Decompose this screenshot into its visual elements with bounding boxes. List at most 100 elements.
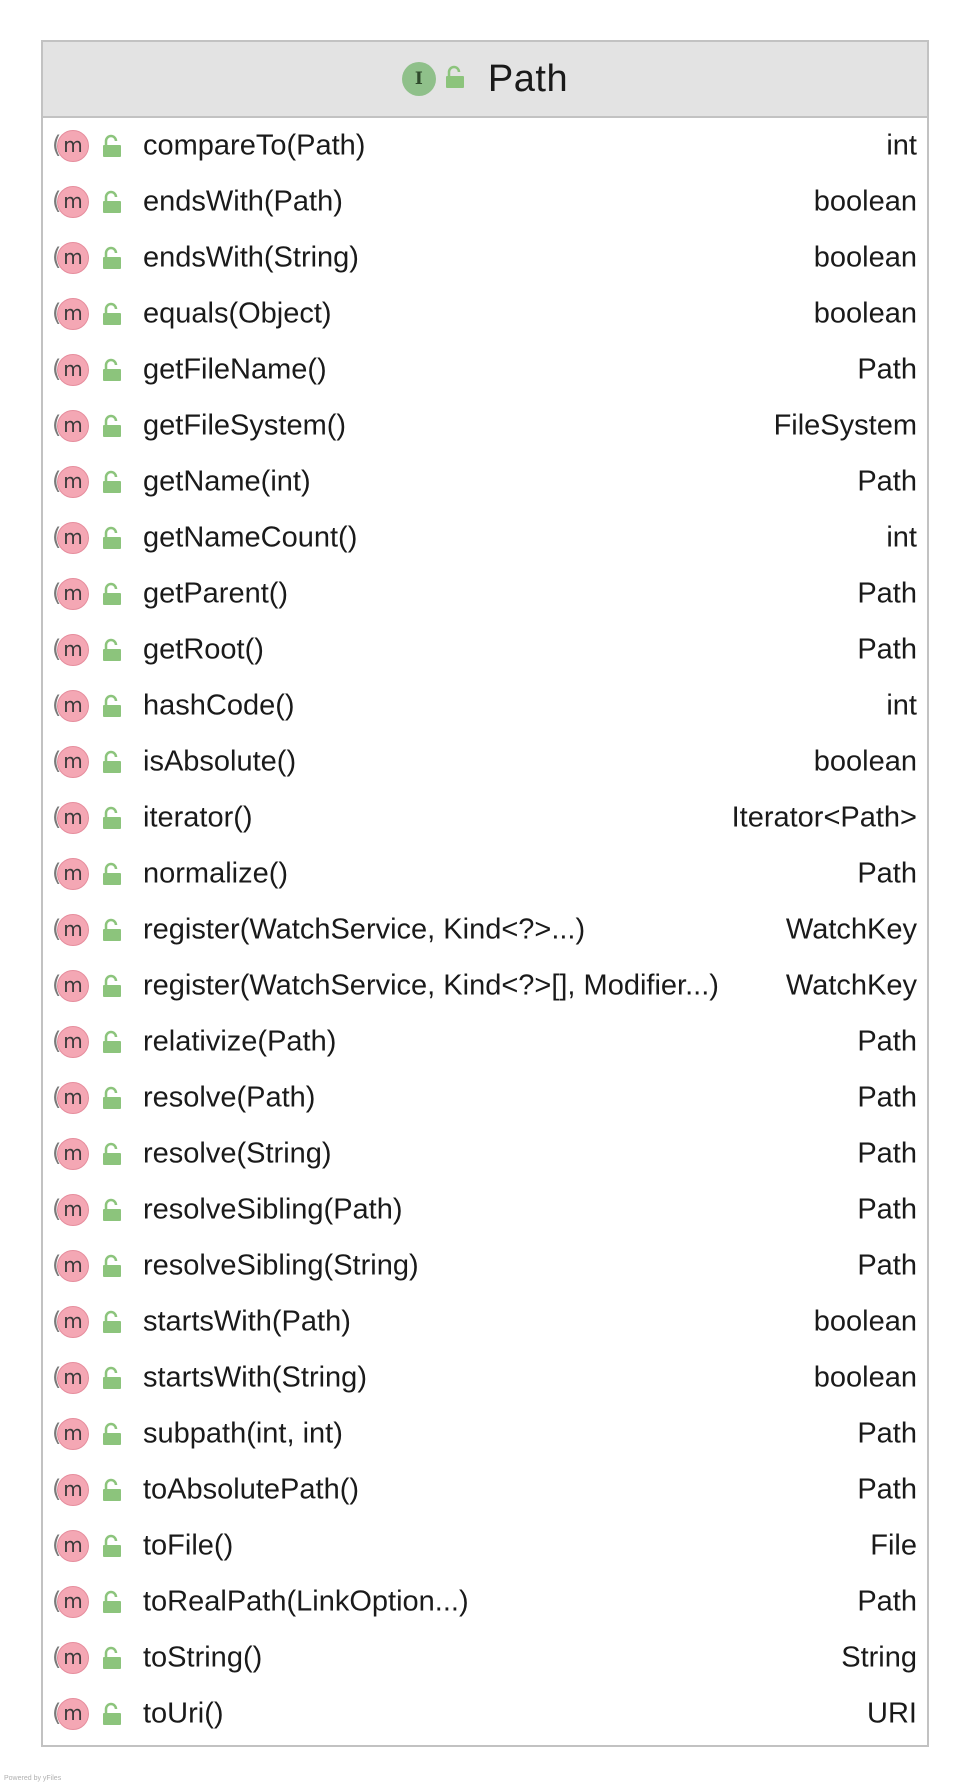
public-lock-icon: [101, 806, 123, 830]
method-icon: m: [52, 410, 89, 442]
method-icon: m: [52, 1138, 89, 1170]
method-icon: m: [52, 1530, 89, 1562]
method-icon: m: [52, 1362, 89, 1394]
public-lock-icon: [101, 638, 123, 662]
method-name: getRoot(): [143, 633, 264, 666]
public-lock-icon: [101, 302, 123, 326]
class-header[interactable]: I Path: [43, 42, 927, 118]
method-icon: m: [52, 298, 89, 330]
public-lock-icon: [101, 246, 123, 270]
method-name: resolve(String): [143, 1137, 332, 1170]
return-type: boolean: [807, 185, 917, 219]
method-icon: m: [52, 1642, 89, 1674]
public-lock-icon: [101, 134, 123, 158]
return-type: int: [880, 129, 917, 163]
public-lock-icon: [101, 190, 123, 214]
method-name: normalize(): [143, 857, 289, 890]
method-icon: m: [52, 1026, 89, 1058]
return-type: File: [864, 1529, 917, 1563]
method-name: toAbsolutePath(): [143, 1473, 360, 1506]
method-name: relativize(Path): [143, 1025, 337, 1058]
return-type: String: [835, 1641, 917, 1675]
return-type: boolean: [807, 745, 917, 779]
return-type: Path: [851, 633, 917, 667]
public-lock-icon: [101, 974, 123, 998]
method-name: register(WatchService, Kind<?>[], Modifi…: [143, 969, 719, 1002]
method-icon: m: [52, 970, 89, 1002]
method-name: resolve(Path): [143, 1081, 316, 1114]
method-name: endsWith(String): [143, 241, 359, 274]
method-list: m compareTo(Path) int mendsWith(Path)boolea…: [43, 118, 927, 1742]
method-name: startsWith(String): [143, 1361, 367, 1394]
method-icon: m: [52, 1586, 89, 1618]
method-name: getFileSystem(): [143, 409, 347, 442]
public-lock-icon: [101, 1254, 123, 1278]
return-type: Path: [851, 1193, 917, 1227]
method-icon: m: [52, 1194, 89, 1226]
public-lock-icon: [101, 1030, 123, 1054]
public-lock-icon: [101, 358, 123, 382]
return-type: Path: [851, 577, 917, 611]
public-lock-icon: [444, 65, 466, 94]
method-icon: m: [52, 1306, 89, 1338]
method-row[interactable]: m register(WatchService, Kind<?>[], Modif…: [43, 958, 927, 1014]
public-lock-icon: [101, 1478, 123, 1502]
return-type: boolean: [807, 241, 917, 275]
method-name: hashCode(): [143, 689, 295, 722]
method-name: subpath(int, int): [143, 1417, 343, 1450]
method-row[interactable]: m toString() String: [43, 1630, 927, 1686]
return-type: boolean: [807, 1361, 917, 1395]
method-icon: m: [52, 746, 89, 778]
method-name: compareTo(Path): [143, 129, 366, 162]
return-type: int: [880, 689, 917, 723]
public-lock-icon: [101, 750, 123, 774]
interface-icon: I: [401, 62, 436, 96]
method-name: getParent(): [143, 577, 289, 610]
class-box-path[interactable]: I Path m compareTo(Path) int mendsWith(Path…: [41, 40, 929, 1747]
public-lock-icon: [101, 526, 123, 550]
public-lock-icon: [101, 1702, 123, 1726]
method-row[interactable]: m getParent() Path: [43, 566, 927, 622]
method-name: getFileName(): [143, 353, 327, 386]
method-name: iterator(): [143, 801, 253, 834]
method-name: startsWith(Path): [143, 1305, 351, 1338]
public-lock-icon: [101, 1534, 123, 1558]
public-lock-icon: [101, 1086, 123, 1110]
public-lock-icon: [101, 918, 123, 942]
method-icon: m: [52, 858, 89, 890]
method-name: toString(): [143, 1641, 263, 1674]
public-lock-icon: [101, 1142, 123, 1166]
method-icon: m: [52, 1418, 89, 1450]
public-lock-icon: [101, 1366, 123, 1390]
method-icon: m: [52, 354, 89, 386]
method-icon: m: [52, 802, 89, 834]
method-icon: m: [52, 634, 89, 666]
method-icon: m: [52, 578, 89, 610]
method-row[interactable]: m getRoot() Path: [43, 622, 927, 678]
method-row[interactable]: m startsWith(String) boolean: [43, 1350, 927, 1406]
